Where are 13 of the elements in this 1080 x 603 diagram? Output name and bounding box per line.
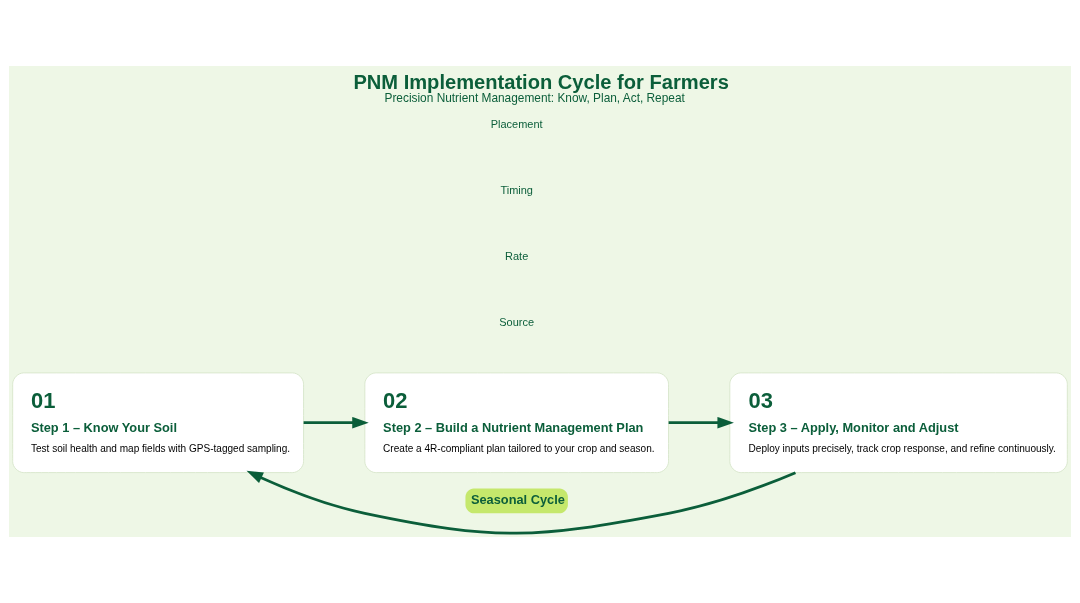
label: Rate [505, 250, 529, 263]
diagram-title: PNM Implementation Cycle for Farmers [353, 70, 729, 93]
node-box: 01 Step 1 – Know Your Soil Test soil health and map fields with GPS-tagged sampling. [12, 372, 304, 474]
arrow [668, 416, 734, 429]
node-box: 02 Step 2 – Build a Nutrient Management Plan Create a 4R-compliant plan tailored to your crop and season. [364, 372, 669, 474]
label: Timing [500, 184, 533, 197]
caption: Precision Nutrient Management: Know, Plan, Act, Repeat [384, 91, 685, 106]
arrow [246, 470, 796, 535]
label: Placement [490, 118, 543, 131]
label: Source [499, 315, 535, 328]
arrow [303, 416, 369, 429]
edge-label: Seasonal Cycle [470, 491, 565, 507]
node-box: 03 Step 3 – Apply, Monitor and Adjust Deploy inputs precisely, track crop response, and refine continuously. [729, 372, 1068, 474]
